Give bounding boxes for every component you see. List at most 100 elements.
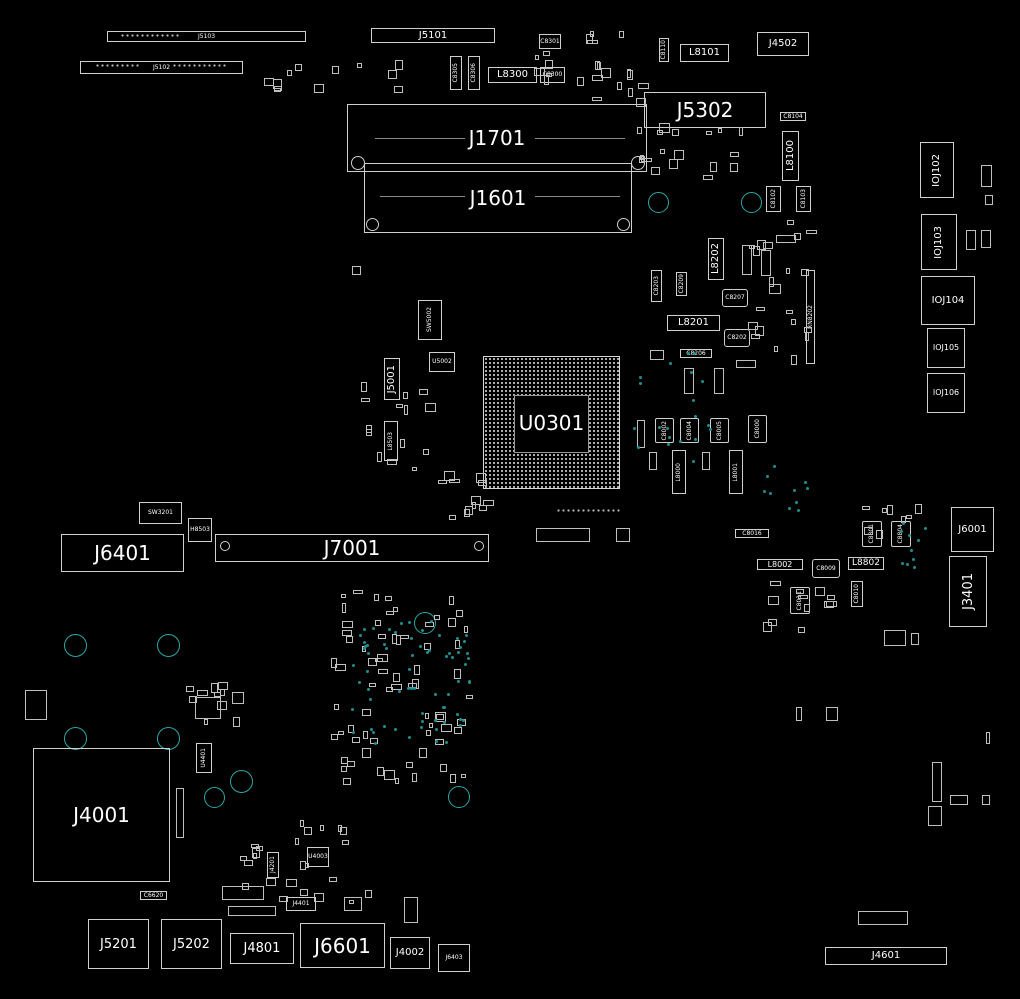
label-c8305: C8305: [452, 63, 459, 83]
via: [457, 651, 461, 655]
via: [466, 657, 470, 661]
smd-pad: [660, 149, 666, 155]
smd-pad: [186, 685, 195, 692]
smd-pad: [705, 130, 712, 135]
connector-j5101: J5101: [371, 28, 495, 43]
via: [693, 351, 697, 355]
connector-j5102: J5102: [80, 61, 243, 74]
via: [442, 721, 446, 725]
mounting-hole: [204, 787, 225, 808]
connector-ioj106: IOJ106: [927, 373, 965, 413]
label-j5103: J5103: [197, 32, 216, 40]
label-c8102: C8102: [769, 189, 777, 209]
smd-pad: [475, 472, 486, 483]
via: [458, 645, 462, 649]
smd-pad: [274, 87, 282, 92]
smd-pad: [240, 856, 247, 862]
label-l8100: L8100: [784, 140, 796, 172]
smd-pad: [651, 167, 661, 176]
smd-pad: [412, 773, 418, 783]
smd-pad: [586, 40, 598, 45]
smd-pad: [886, 505, 893, 516]
via: [434, 692, 438, 696]
switch-sw3201: SW3201: [139, 502, 182, 524]
cap-c8301: C8301: [539, 34, 561, 49]
smd-pad: [395, 60, 404, 71]
label-j4801: J4801: [243, 941, 281, 956]
via: [906, 563, 910, 567]
smd-pad: [299, 861, 306, 871]
label-c8103: C8103: [799, 189, 807, 209]
smd-pad: [197, 689, 209, 696]
label-j4001: J4001: [73, 803, 130, 827]
via: [385, 646, 389, 650]
label-ioj102: IOJ102: [931, 153, 942, 187]
cap-c8102: C8102: [766, 186, 781, 212]
smd-pad: [395, 778, 400, 785]
smd-pad: [804, 326, 813, 333]
smd-pad: [709, 162, 717, 173]
label-l8503: L8503: [387, 431, 394, 451]
connector-j3401: J3401: [949, 556, 987, 627]
via: [393, 630, 397, 634]
smd-pad: [351, 736, 360, 743]
via: [900, 561, 904, 565]
via: [462, 719, 466, 723]
label-c8009: C8009: [816, 564, 836, 572]
via: [370, 727, 374, 731]
smd-pad: [729, 163, 738, 173]
via: [923, 526, 927, 530]
smd-pad: [542, 51, 550, 57]
smd-pad: [386, 610, 395, 615]
smd-pad: [424, 622, 434, 628]
label-c8207: C8207: [725, 294, 745, 301]
smd-pad: [216, 701, 227, 711]
via: [707, 424, 711, 428]
via: [363, 646, 367, 650]
via: [466, 652, 470, 656]
smd-pad: [906, 514, 912, 519]
via: [387, 627, 391, 631]
label-u4401: U4401: [200, 748, 207, 768]
via: [442, 706, 446, 710]
via: [367, 688, 371, 691]
connector-ioj105: IOJ105: [927, 328, 965, 368]
cap-c8305: C8305: [450, 56, 462, 90]
smd-pad: [412, 466, 418, 471]
smd-pad: [232, 716, 240, 727]
smd-pad: [827, 594, 836, 600]
smd-pad: [803, 604, 810, 613]
label-sw3201: SW3201: [147, 509, 173, 516]
smd-pad: [627, 87, 633, 97]
smd-pad: [320, 825, 325, 832]
smd-pad: [204, 719, 209, 726]
smd-pad: [369, 738, 378, 745]
via: [901, 521, 905, 525]
cap-c8002: C8002: [655, 418, 674, 443]
cap-c8011: C8011: [790, 587, 810, 614]
label-j5201: J5201: [100, 936, 137, 952]
smd-pad: [595, 60, 601, 70]
smd-pad: [448, 478, 460, 483]
label-j5102: J5102: [152, 63, 171, 71]
mounting-hole: [414, 612, 436, 634]
label-c8104: C8104: [783, 112, 803, 120]
via: [692, 460, 696, 464]
smd-pad: [330, 658, 337, 669]
smd-pad: [341, 765, 348, 772]
smd-pad: [463, 508, 470, 517]
via: [455, 636, 459, 640]
smd-pad: [543, 75, 549, 86]
smd-pad: [388, 70, 398, 80]
via: [687, 351, 691, 355]
cap-c8000: C8000: [748, 415, 767, 443]
via: [463, 662, 467, 666]
smd-pad: [353, 590, 364, 595]
via: [917, 539, 921, 543]
smd-pad: [253, 853, 258, 859]
cap-c6620: C6620: [140, 891, 167, 900]
smd-pad: [334, 704, 340, 711]
label-j3401: J3401: [960, 573, 976, 610]
via: [912, 558, 916, 562]
smd-pad: [342, 778, 351, 786]
